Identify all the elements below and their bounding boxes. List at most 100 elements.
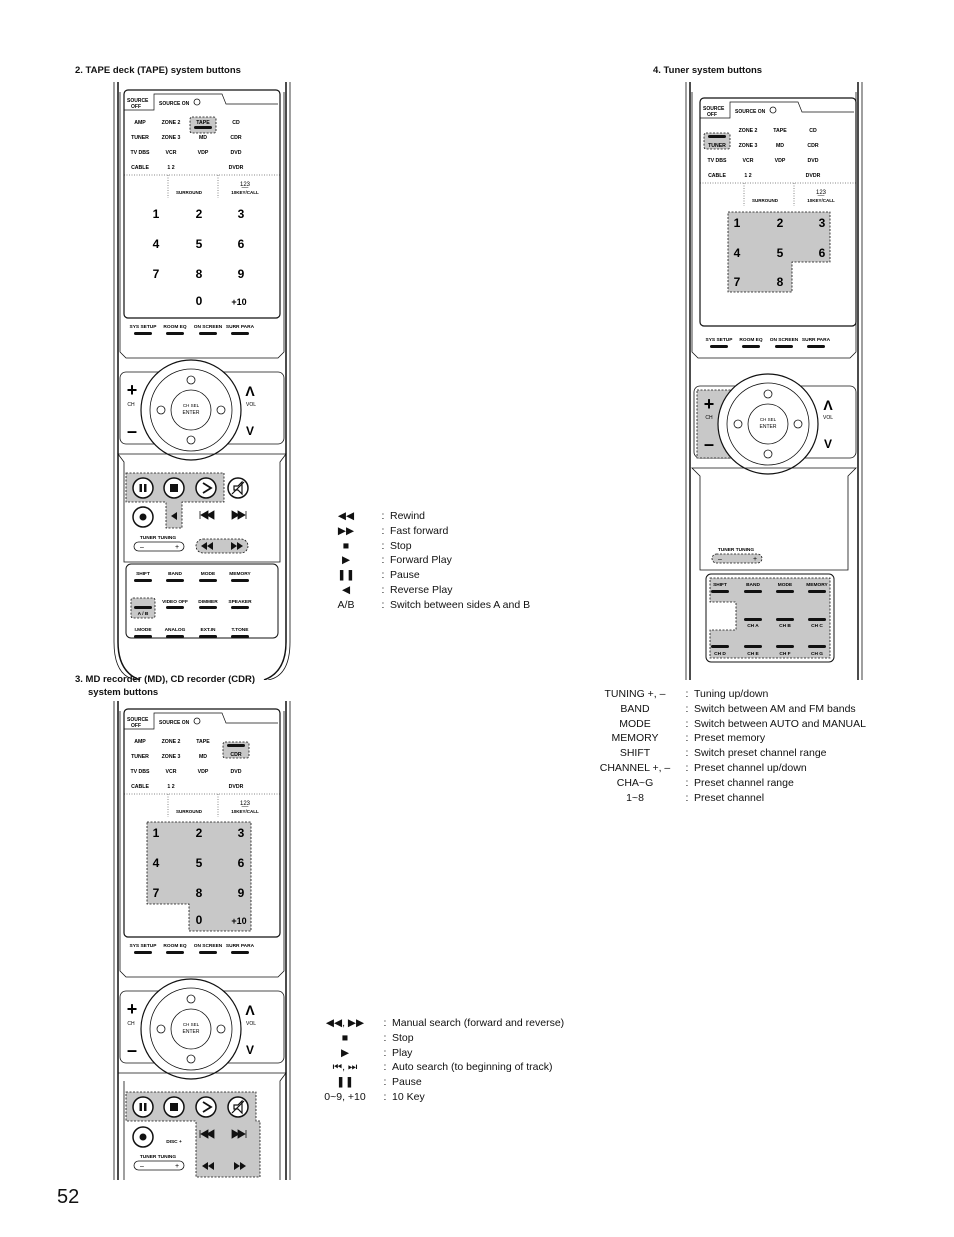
legend-symbol: ■: [341, 1031, 349, 1044]
ch-minus-button[interactable]: –: [127, 1040, 137, 1060]
pause-button[interactable]: [132, 1096, 154, 1118]
label-10key: 10KEY/CALL: [231, 809, 259, 814]
label-tuner: TUNER: [131, 135, 149, 141]
legend-desc: Manual search (forward and reverse): [392, 1017, 565, 1029]
label-vcr: VCR: [743, 158, 754, 164]
enter-button[interactable]: [170, 389, 212, 431]
digit-2: 2: [196, 826, 203, 840]
tuning-plus[interactable]: +: [753, 556, 757, 563]
label-tuner-tuning: TUNER TUNING: [140, 535, 177, 541]
digit-4: 4: [734, 246, 741, 260]
legend-symbol: A/B: [337, 598, 355, 611]
play-button[interactable]: [195, 1096, 217, 1118]
label-zone2: ZONE 2: [162, 739, 181, 745]
vol-down-button[interactable]: V: [824, 437, 832, 451]
highlight-rew-ff: [195, 538, 249, 554]
label-source-off-2: OFF: [707, 112, 717, 118]
legend-desc: Preset channel: [694, 791, 765, 804]
legend-row: ▶:Play: [314, 1046, 564, 1061]
vol-up-button[interactable]: Λ: [823, 397, 833, 413]
section-title-md-cdr-line2: system buttons: [88, 687, 159, 698]
label-vol: VOL: [246, 402, 256, 408]
dial-outer: [717, 373, 819, 475]
skip-back-icon: [199, 1129, 215, 1139]
label-analog: ANALOG: [165, 627, 186, 633]
page-number: 52: [57, 1186, 80, 1208]
legend-desc: 10 Key: [392, 1090, 425, 1103]
legend-desc: Preset channel up/down: [694, 761, 807, 774]
ch-plus-button[interactable]: +: [127, 380, 138, 400]
label-band: BAND: [168, 571, 182, 577]
vol-down-button[interactable]: V: [246, 1043, 254, 1057]
tuning-minus[interactable]: –: [718, 556, 722, 563]
digit-3: 3: [819, 216, 826, 230]
section-title-md-cdr: 3. MD recorder (MD), CD recorder (CDR) s…: [75, 673, 255, 699]
label-chd: CH D: [714, 651, 726, 657]
label-on-screen: ON SCREEN: [194, 324, 223, 330]
ch-minus-button[interactable]: –: [704, 434, 714, 454]
digit-9: 9: [238, 267, 245, 281]
vol-down-button[interactable]: V: [246, 424, 254, 438]
label-chf: CH F: [779, 651, 790, 657]
label-surr-para: SURR PARA: [226, 943, 255, 949]
label-ch: CH: [127, 402, 135, 408]
digit-0: 0: [196, 913, 203, 927]
skip-forward-icon: [231, 510, 247, 520]
label-md: MD: [199, 135, 207, 141]
tuning-minus[interactable]: –: [140, 544, 144, 551]
legend-symbol: 1~8: [626, 791, 644, 804]
legend-symbol: ▶: [340, 1046, 350, 1059]
vol-up-button[interactable]: Λ: [245, 1002, 255, 1018]
label-zone2: ZONE 2: [739, 128, 758, 134]
remote-illustration-tuner: SOURCE OFF SOURCE ON ZONE 2 TAPE CD TUNE…: [685, 82, 863, 680]
play-button[interactable]: [195, 477, 217, 499]
ch-plus-button[interactable]: +: [127, 999, 138, 1019]
legend-desc: Switch between AUTO and MANUAL: [694, 717, 866, 730]
tuning-plus[interactable]: +: [175, 1163, 179, 1170]
ch-minus-button[interactable]: –: [127, 421, 137, 441]
label-md: MD: [199, 754, 207, 760]
tuner-tuning-rocker[interactable]: [711, 553, 763, 564]
label-source-on: SOURCE ON: [159, 720, 190, 726]
label-mode: MODE: [201, 571, 216, 577]
enter-button[interactable]: [170, 1008, 212, 1050]
label-dvdr: DVDR: [229, 784, 244, 790]
label-tuner-tuning: TUNER TUNING: [140, 1154, 177, 1160]
label-dvd: DVD: [231, 150, 242, 156]
legend-desc: Tuning up/down: [694, 688, 769, 700]
label-room-eq: ROOM EQ: [739, 337, 762, 343]
legend-tape: ◀◀:Rewind ▶▶:Fast forward ■:Stop ▶:Forwa…: [326, 509, 530, 613]
label-vdp: VDP: [198, 150, 209, 156]
digit-5: 5: [777, 246, 784, 260]
label-tvdbs: TV DBS: [130, 150, 150, 156]
legend-row: TUNING +, –:Tuning up/down: [590, 687, 866, 702]
label-enter: ENTER: [183, 410, 200, 416]
label-tuner: TUNER: [131, 754, 149, 760]
legend-symbol: CHANNEL +, –: [599, 761, 671, 774]
label-enter: ENTER: [183, 1029, 200, 1035]
legend-desc: Preset memory: [694, 732, 766, 745]
label-source-off: SOURCE: [127, 717, 149, 723]
tuning-plus[interactable]: +: [175, 544, 179, 551]
label-source-off-2: OFF: [131, 723, 141, 729]
enter-button[interactable]: [747, 403, 789, 445]
tuning-minus[interactable]: –: [140, 1163, 144, 1170]
reverse-play-icon: [171, 512, 177, 520]
label-video-off: VIDEO OFF: [162, 599, 188, 605]
label-source-on: SOURCE ON: [159, 101, 190, 107]
label-source-off-2: OFF: [131, 104, 141, 110]
label-cha: CH A: [747, 623, 759, 629]
label-on-screen: ON SCREEN: [770, 337, 799, 343]
label-che: CH E: [747, 651, 759, 657]
pause-icon: [139, 1103, 142, 1111]
vol-up-button[interactable]: Λ: [245, 383, 255, 399]
ch-plus-button[interactable]: +: [704, 394, 715, 414]
label-cable: CABLE: [131, 784, 149, 790]
digit-7: 7: [734, 275, 741, 289]
legend-row: ❚❚:Pause: [326, 568, 530, 583]
pause-button[interactable]: [132, 477, 154, 499]
label-dvd: DVD: [808, 158, 819, 164]
digit-4: 4: [153, 856, 160, 870]
legend-symbol: ■: [342, 539, 350, 552]
digit-1: 1: [153, 826, 160, 840]
